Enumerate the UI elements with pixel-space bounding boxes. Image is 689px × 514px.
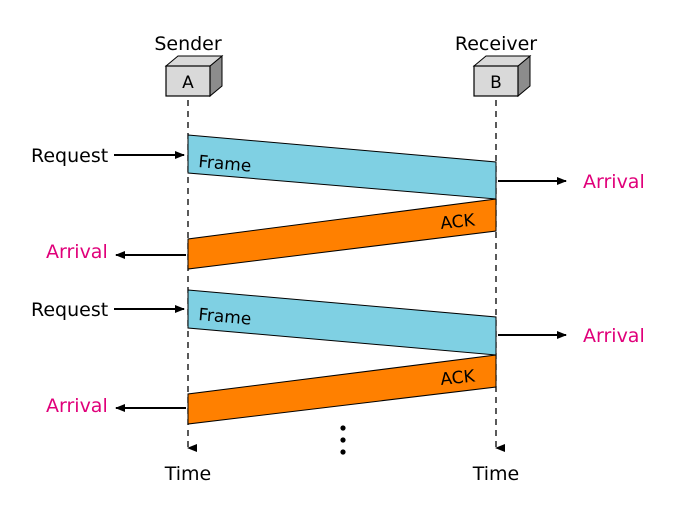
sender-arrival-label: Arrival	[46, 241, 108, 263]
sender-box-label: A	[182, 73, 194, 93]
request-label: Request	[31, 299, 108, 321]
frame-label: Frame	[198, 305, 253, 330]
receiver-arrival-label: Arrival	[583, 171, 645, 193]
receiver-box-label: B	[490, 73, 502, 93]
receiver-box: B	[472, 54, 532, 98]
receiver-time-label: Time	[472, 463, 520, 485]
request-label: Request	[31, 145, 108, 167]
exchange-1: Frame ACK Request Arrival Arrival	[31, 134, 645, 270]
sender-arrival-label: Arrival	[46, 395, 108, 417]
ack-band	[187, 198, 497, 270]
continuation-dots	[340, 425, 346, 455]
sender-box: A	[164, 54, 224, 98]
frame-label: Frame	[198, 152, 253, 177]
receiver-arrival-label: Arrival	[583, 325, 645, 347]
ack-label: ACK	[439, 210, 476, 234]
ack-band	[187, 354, 497, 425]
receiver-title: Receiver	[455, 33, 537, 55]
sender-time-label: Time	[164, 463, 212, 485]
sender-title: Sender	[154, 33, 222, 55]
exchange-2: Frame ACK Request Arrival Arrival	[31, 289, 645, 425]
ack-label: ACK	[439, 366, 476, 390]
